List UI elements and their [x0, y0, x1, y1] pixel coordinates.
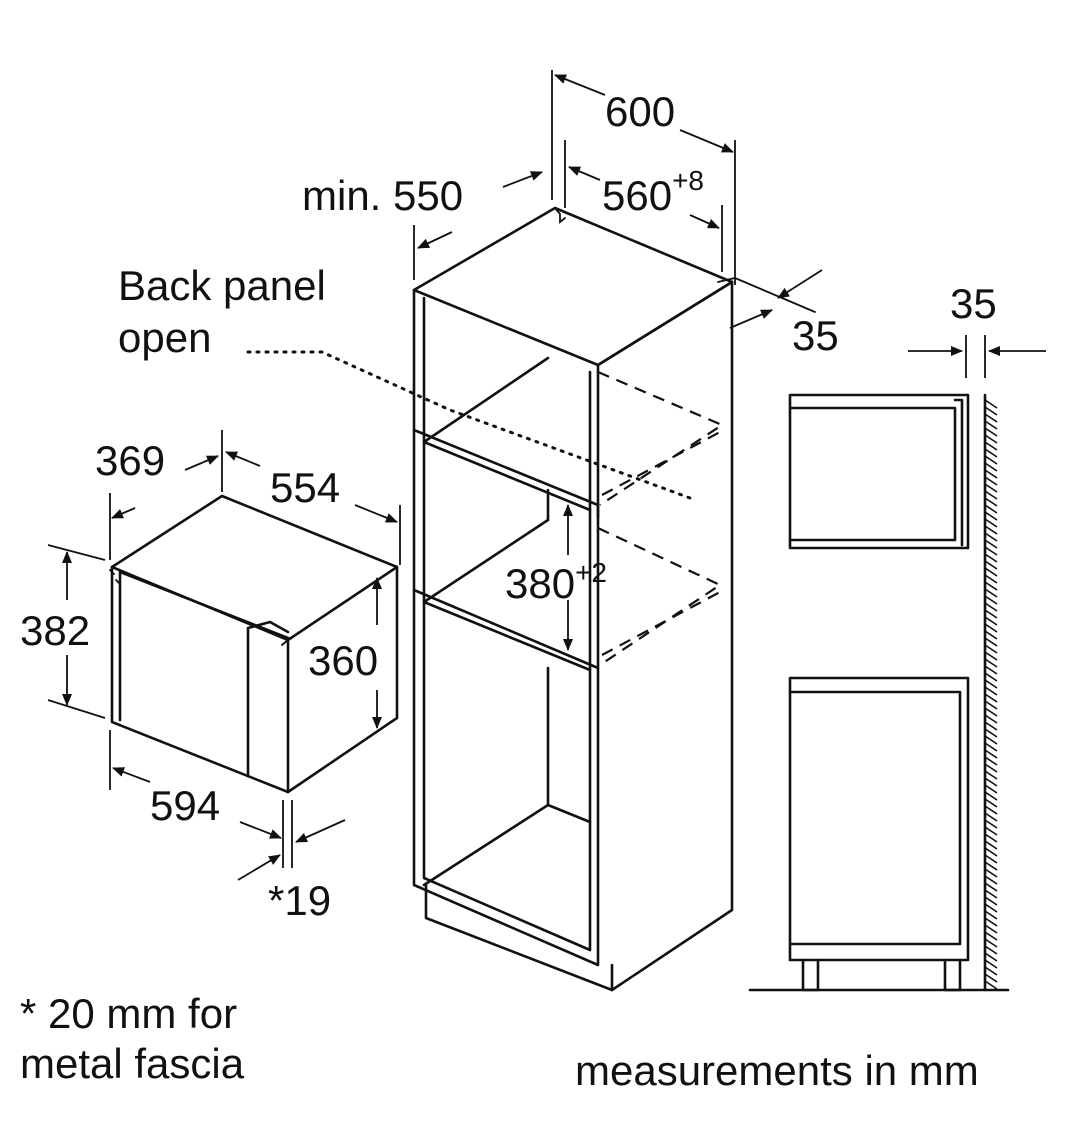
label-560-tolerance: +8 [672, 165, 704, 196]
dimension-lines [47, 70, 1046, 881]
tall-cabinet [412, 206, 816, 992]
units-note: measurements in mm [575, 1047, 979, 1094]
label-560: 560+8 [602, 165, 704, 219]
label-35-side: 35 [950, 280, 997, 327]
dimension-labels: 600 min. 550 560+8 Back panel open 35 35… [20, 88, 997, 1094]
label-554: 554 [270, 464, 340, 511]
label-19: *19 [268, 877, 331, 924]
label-360: 360 [308, 637, 378, 684]
label-600: 600 [605, 88, 675, 135]
label-382: 382 [20, 607, 90, 654]
label-min-550: min. 550 [302, 172, 463, 219]
label-back-panel: Back panel [118, 262, 326, 309]
side-view [748, 393, 1010, 992]
microwave-unit [109, 494, 399, 794]
label-open: open [118, 314, 211, 361]
label-380-value: 380 [505, 560, 575, 607]
footnote-line-1: * 20 mm for [20, 990, 237, 1037]
label-380-tolerance: +2 [575, 557, 607, 588]
label-380: 380+2 [505, 557, 607, 607]
footnote-line-2: metal fascia [20, 1040, 245, 1087]
label-594: 594 [150, 782, 220, 829]
label-560-value: 560 [602, 172, 672, 219]
label-369: 369 [95, 437, 165, 484]
back-panel-leader [246, 350, 692, 500]
label-35-front: 35 [792, 312, 839, 359]
